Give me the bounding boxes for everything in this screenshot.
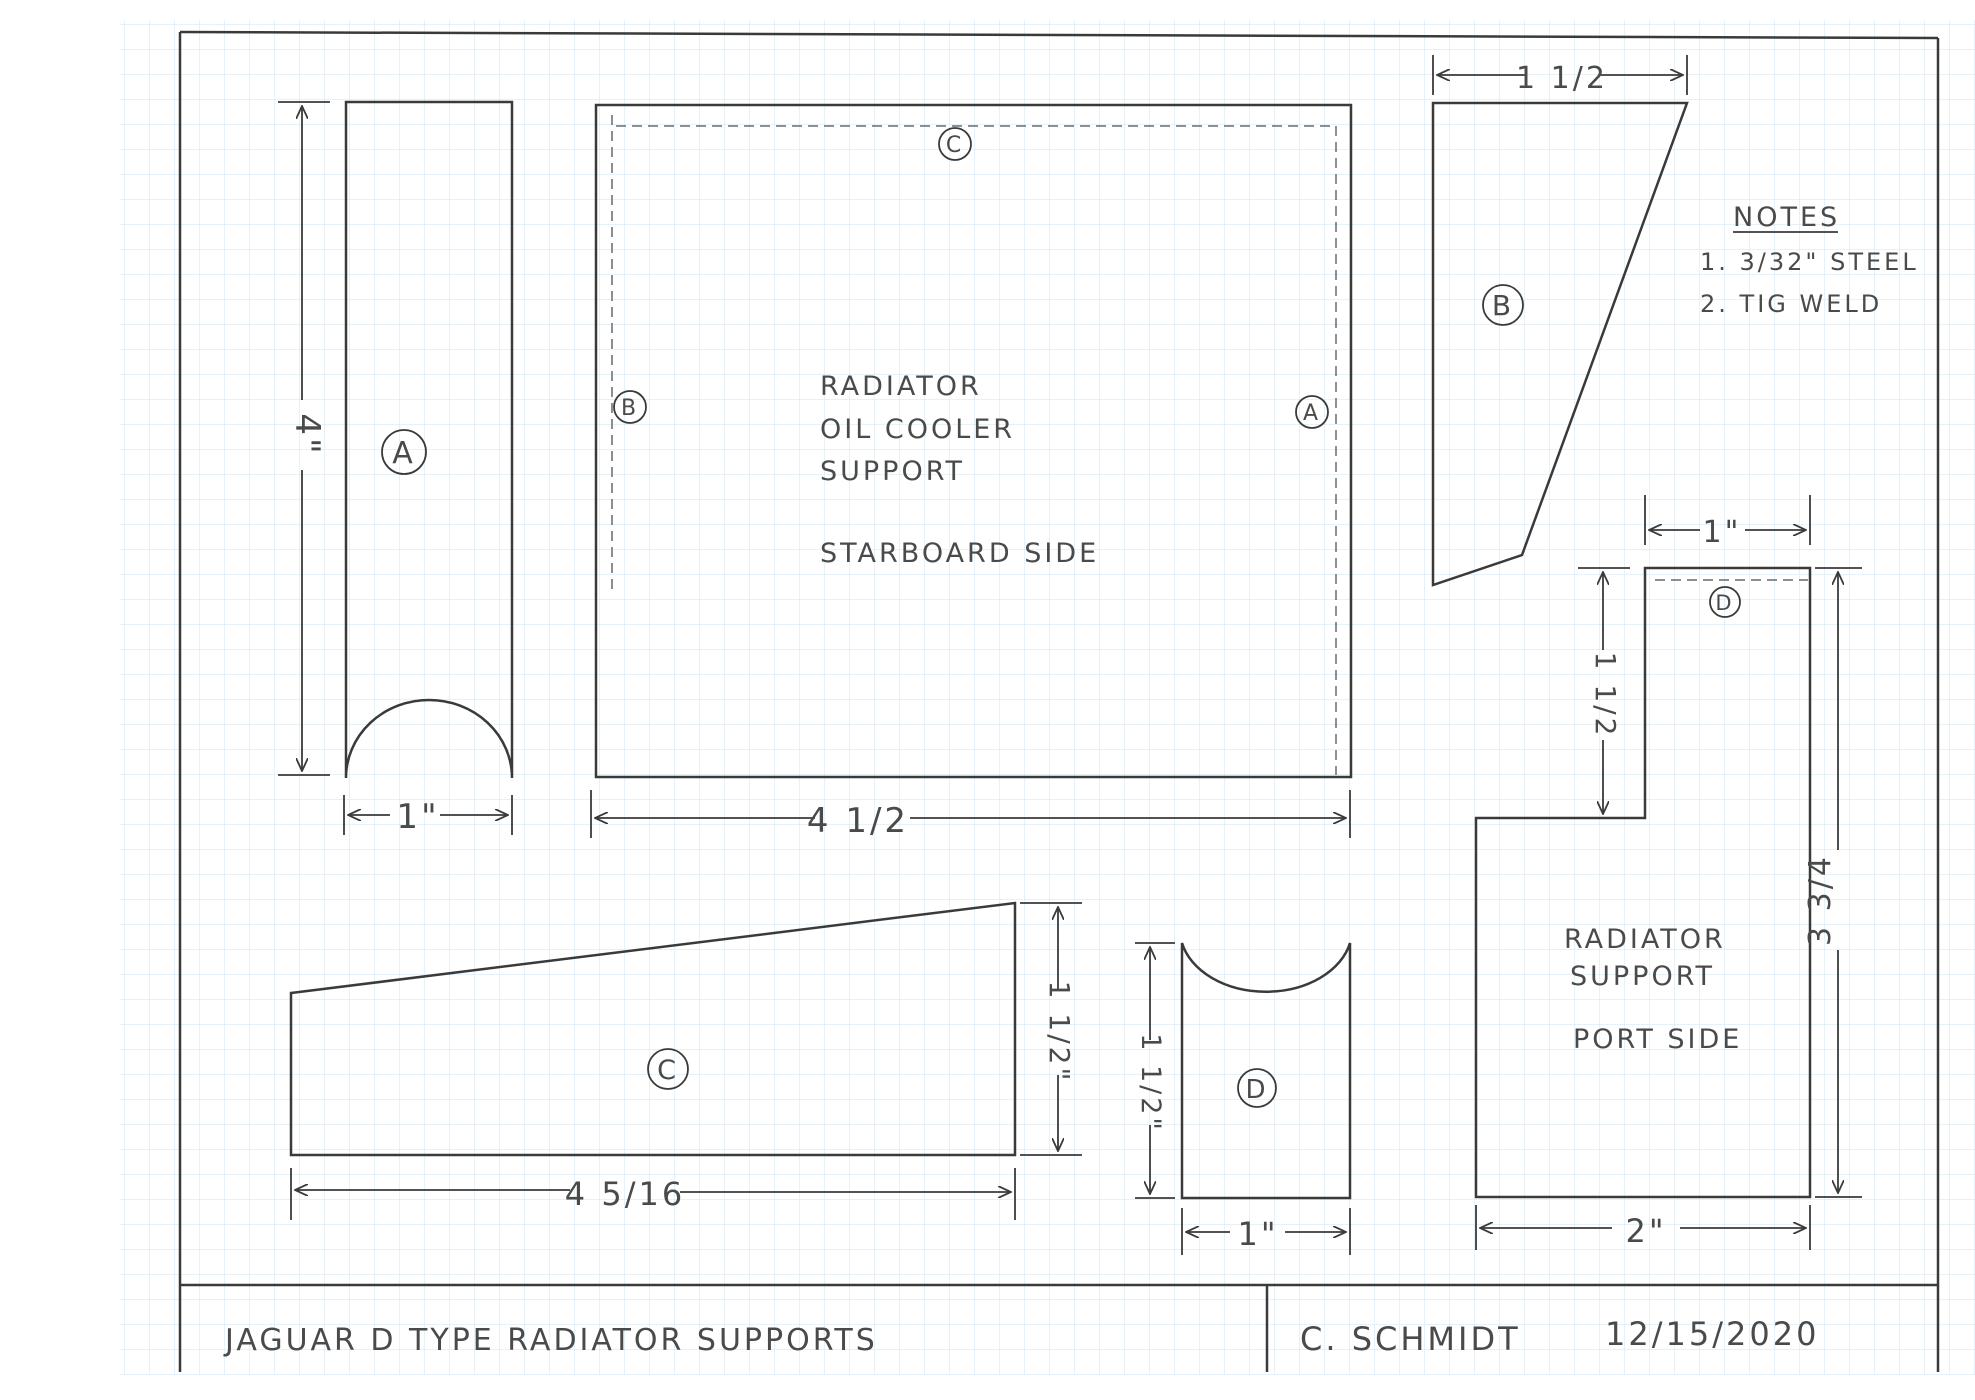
part-c: C 1 1/2" 4 5/16 <box>289 901 1082 1220</box>
main-text-line2: OIL COOLER <box>820 414 1015 445</box>
main-label-c-circle <box>938 127 972 161</box>
drawing-author: C. SCHMIDT <box>1300 1320 1521 1358</box>
main-text-line3: SUPPORT <box>820 456 965 487</box>
part-a-label: A <box>392 436 416 471</box>
notes-heading: NOTES <box>1733 202 1840 233</box>
port-height-dim: 3 3/4 <box>1803 854 1838 946</box>
part-a-height-dim: 4" <box>287 413 327 456</box>
main-label-a-circle <box>1295 395 1329 429</box>
port-bottom-dim: 2" <box>1625 1212 1666 1250</box>
main-part-starboard: C B A RADIATOR OIL COOLER SUPPORT STARBO… <box>590 103 1353 841</box>
grid-background <box>120 20 1975 1375</box>
port-top-dim: 1" <box>1703 515 1742 550</box>
part-b-top-dim: 1 1/2 <box>1516 61 1608 96</box>
part-d-label: D <box>1245 1075 1268 1105</box>
port-text-line2: SUPPORT <box>1570 961 1715 992</box>
main-width-dim: 4 1/2 <box>807 801 909 841</box>
part-b: B 1 1/2 <box>1431 55 1689 587</box>
part-c-height-dim: 1 1/2" <box>1043 981 1076 1084</box>
main-label-c: C <box>946 133 964 158</box>
port-text-line3: PORT SIDE <box>1573 1024 1742 1055</box>
notes-block: NOTES 1. 3/32" STEEL 2. TIG WELD <box>1700 202 1919 318</box>
main-label-b-circle <box>613 390 647 424</box>
main-text-line1: RADIATOR <box>820 371 982 402</box>
notes-item-2: 2. TIG WELD <box>1700 290 1882 318</box>
part-d-height-dim: 1 1/2" <box>1135 1033 1166 1133</box>
drawing-title: JAGUAR D TYPE RADIATOR SUPPORTS <box>223 1323 878 1358</box>
part-a: A 4" 1" <box>278 100 514 837</box>
port-part: D RADIATOR SUPPORT PORT SIDE 1" 1 1/2 3 … <box>1474 495 1862 1250</box>
part-b-label: B <box>1492 289 1514 322</box>
part-d: D 1 1/2" 1" <box>1135 942 1352 1255</box>
part-c-width-dim: 4 5/16 <box>565 1175 685 1213</box>
drawing-date: 12/15/2020 <box>1605 1315 1819 1353</box>
port-text-line1: RADIATOR <box>1564 924 1726 955</box>
main-text-line4: STARBOARD SIDE <box>820 538 1099 569</box>
part-c-label-circle <box>647 1048 689 1090</box>
part-c-label: C <box>657 1055 679 1086</box>
border-frame <box>178 30 1940 1372</box>
part-a-width-dim: 1" <box>396 797 439 837</box>
port-label-d-circle <box>1709 586 1741 618</box>
port-notch-dim: 1 1/2 <box>1589 652 1622 739</box>
main-label-b: B <box>621 396 639 421</box>
main-label-a: A <box>1303 401 1321 426</box>
part-a-label-circle <box>381 429 427 475</box>
part-b-label-circle <box>1482 284 1524 326</box>
part-d-width-dim: 1" <box>1237 1215 1278 1253</box>
notes-item-1: 1. 3/32" STEEL <box>1700 248 1919 276</box>
title-block: JAGUAR D TYPE RADIATOR SUPPORTS C. SCHMI… <box>223 1315 1819 1358</box>
part-d-label-circle <box>1237 1068 1277 1108</box>
port-label-d: D <box>1715 591 1734 615</box>
